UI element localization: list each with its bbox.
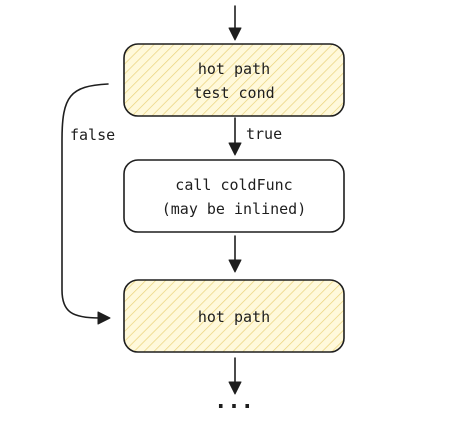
outgoing-arrow — [228, 357, 242, 395]
hot-path-node: hot path — [123, 279, 345, 353]
test-cond-line1: hot path — [198, 60, 270, 78]
call-cold-line1: call coldFunc — [175, 176, 292, 194]
false-edge-label: false — [70, 126, 115, 144]
hot-path-label: hot path — [198, 308, 270, 326]
true-edge-label: true — [246, 125, 282, 143]
true-edge: true — [228, 117, 282, 156]
call-cold-line2: (may be inlined) — [162, 200, 307, 218]
call-cold-node: call coldFunc (may be inlined) — [123, 159, 345, 233]
test-cond-line2: test cond — [193, 84, 274, 102]
call-to-hot-edge — [228, 235, 242, 273]
incoming-arrow — [228, 5, 242, 41]
continuation-ellipsis: ... — [214, 389, 254, 414]
false-edge: false — [61, 83, 115, 325]
test-cond-node: hot path test cond — [123, 43, 345, 117]
